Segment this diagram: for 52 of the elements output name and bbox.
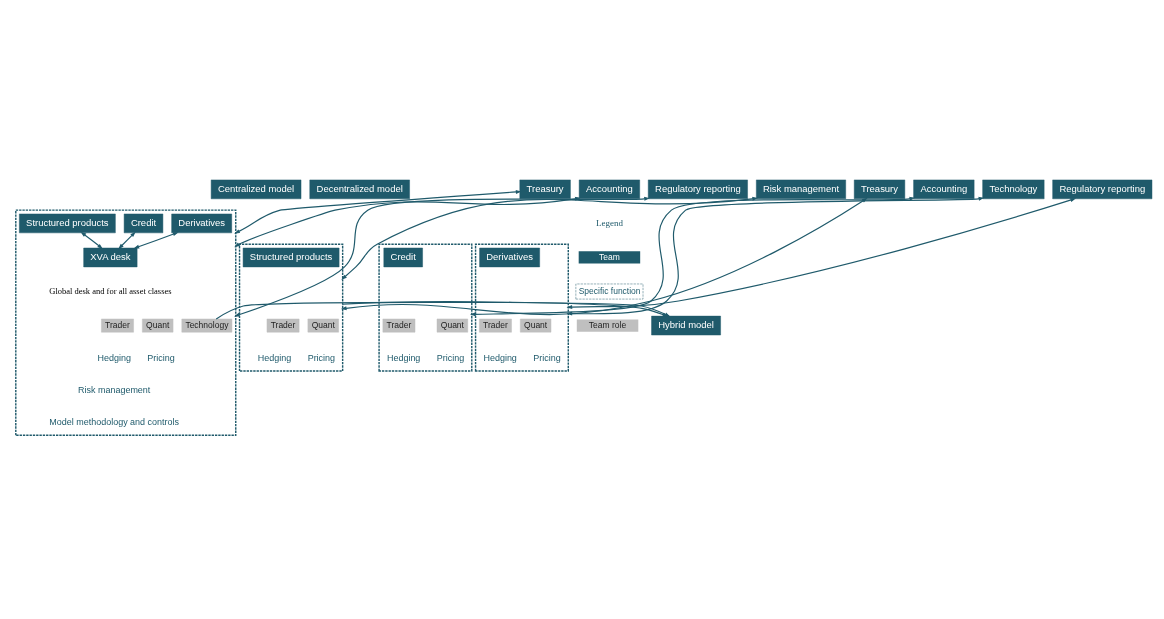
node-box: Technology — [982, 179, 1045, 200]
label: Pricing — [307, 352, 336, 363]
node-box: Trader — [266, 318, 300, 333]
arrow — [234, 189, 522, 234]
node-box: Trader — [382, 318, 416, 333]
cluster — [378, 243, 473, 372]
arrow — [234, 196, 581, 248]
label: Hedging — [97, 352, 131, 363]
label: Hedging — [386, 352, 421, 363]
label: Global desk and for all asset classes — [49, 285, 172, 296]
node-box: Trader — [479, 318, 512, 333]
arrow — [234, 196, 650, 317]
node-box: Treasury — [854, 179, 906, 200]
label: Risk management — [78, 385, 151, 396]
node-box: Technology — [181, 318, 233, 333]
legend-label: Team role — [588, 319, 627, 330]
arrow — [133, 232, 179, 249]
cluster — [238, 243, 344, 372]
node-box: Derivatives — [479, 247, 540, 268]
node-box: Trader — [101, 318, 134, 333]
legend-label: Specific function — [578, 285, 641, 296]
node-box: Derivatives — [171, 213, 232, 234]
node-box: Credit — [383, 247, 423, 268]
node-box: Regulatory reporting — [648, 179, 748, 200]
node-box: Quant — [142, 318, 174, 333]
node-box: Decentralized model — [309, 179, 410, 200]
node-box: XVA desk — [83, 247, 138, 268]
node-box: Risk management — [756, 179, 846, 200]
arrow — [118, 231, 136, 250]
arrow — [80, 231, 103, 250]
node-box: Quant — [436, 318, 468, 333]
node-box: Accounting — [578, 179, 640, 200]
label: Pricing — [533, 352, 561, 363]
node-box: Quant — [520, 318, 552, 333]
label: Hedging — [257, 352, 292, 363]
node-box: Quant — [307, 318, 339, 333]
cluster — [15, 209, 237, 437]
label: Hedging — [483, 352, 517, 363]
node-box: Centralized model — [210, 179, 302, 200]
cluster — [474, 243, 569, 372]
label: Model methodology and controls — [49, 417, 179, 428]
legend-label: Team — [599, 251, 620, 262]
label: Legend — [595, 217, 623, 228]
node-box: Credit — [123, 213, 164, 234]
node-box: Structured products — [19, 213, 116, 234]
label: Pricing — [147, 352, 175, 363]
node-box: Structured products — [242, 247, 340, 268]
arrow — [341, 196, 759, 280]
label: Pricing — [436, 352, 465, 363]
node-box: Hybrid model — [651, 315, 721, 336]
node-box: Treasury — [519, 179, 571, 200]
node-box: Accounting — [913, 179, 975, 200]
